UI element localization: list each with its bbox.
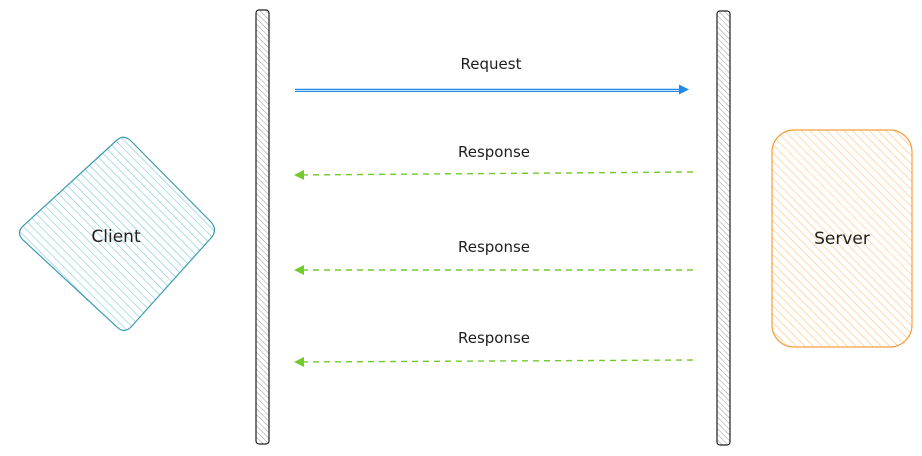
server-label: Server [814, 229, 870, 249]
client-node: Client [18, 136, 216, 332]
message-label-response-2: Response [458, 238, 530, 256]
message-response-3: Response [294, 329, 694, 367]
client-lifeline [255, 9, 270, 445]
response-arrow-3 [294, 356, 694, 367]
server-node: Server [771, 129, 913, 348]
server-shape [771, 129, 913, 348]
server-lifeline [716, 10, 731, 446]
message-label-response-3: Response [458, 329, 530, 347]
client-shape [18, 136, 216, 332]
message-response-2: Response [294, 238, 693, 275]
message-label-request: Request [461, 55, 522, 73]
response-arrow-1 [294, 169, 694, 180]
client-label: Client [91, 227, 141, 247]
message-request: Request [295, 55, 689, 95]
message-label-response-1: Response [458, 143, 530, 161]
message-response-1: Response [294, 143, 694, 180]
